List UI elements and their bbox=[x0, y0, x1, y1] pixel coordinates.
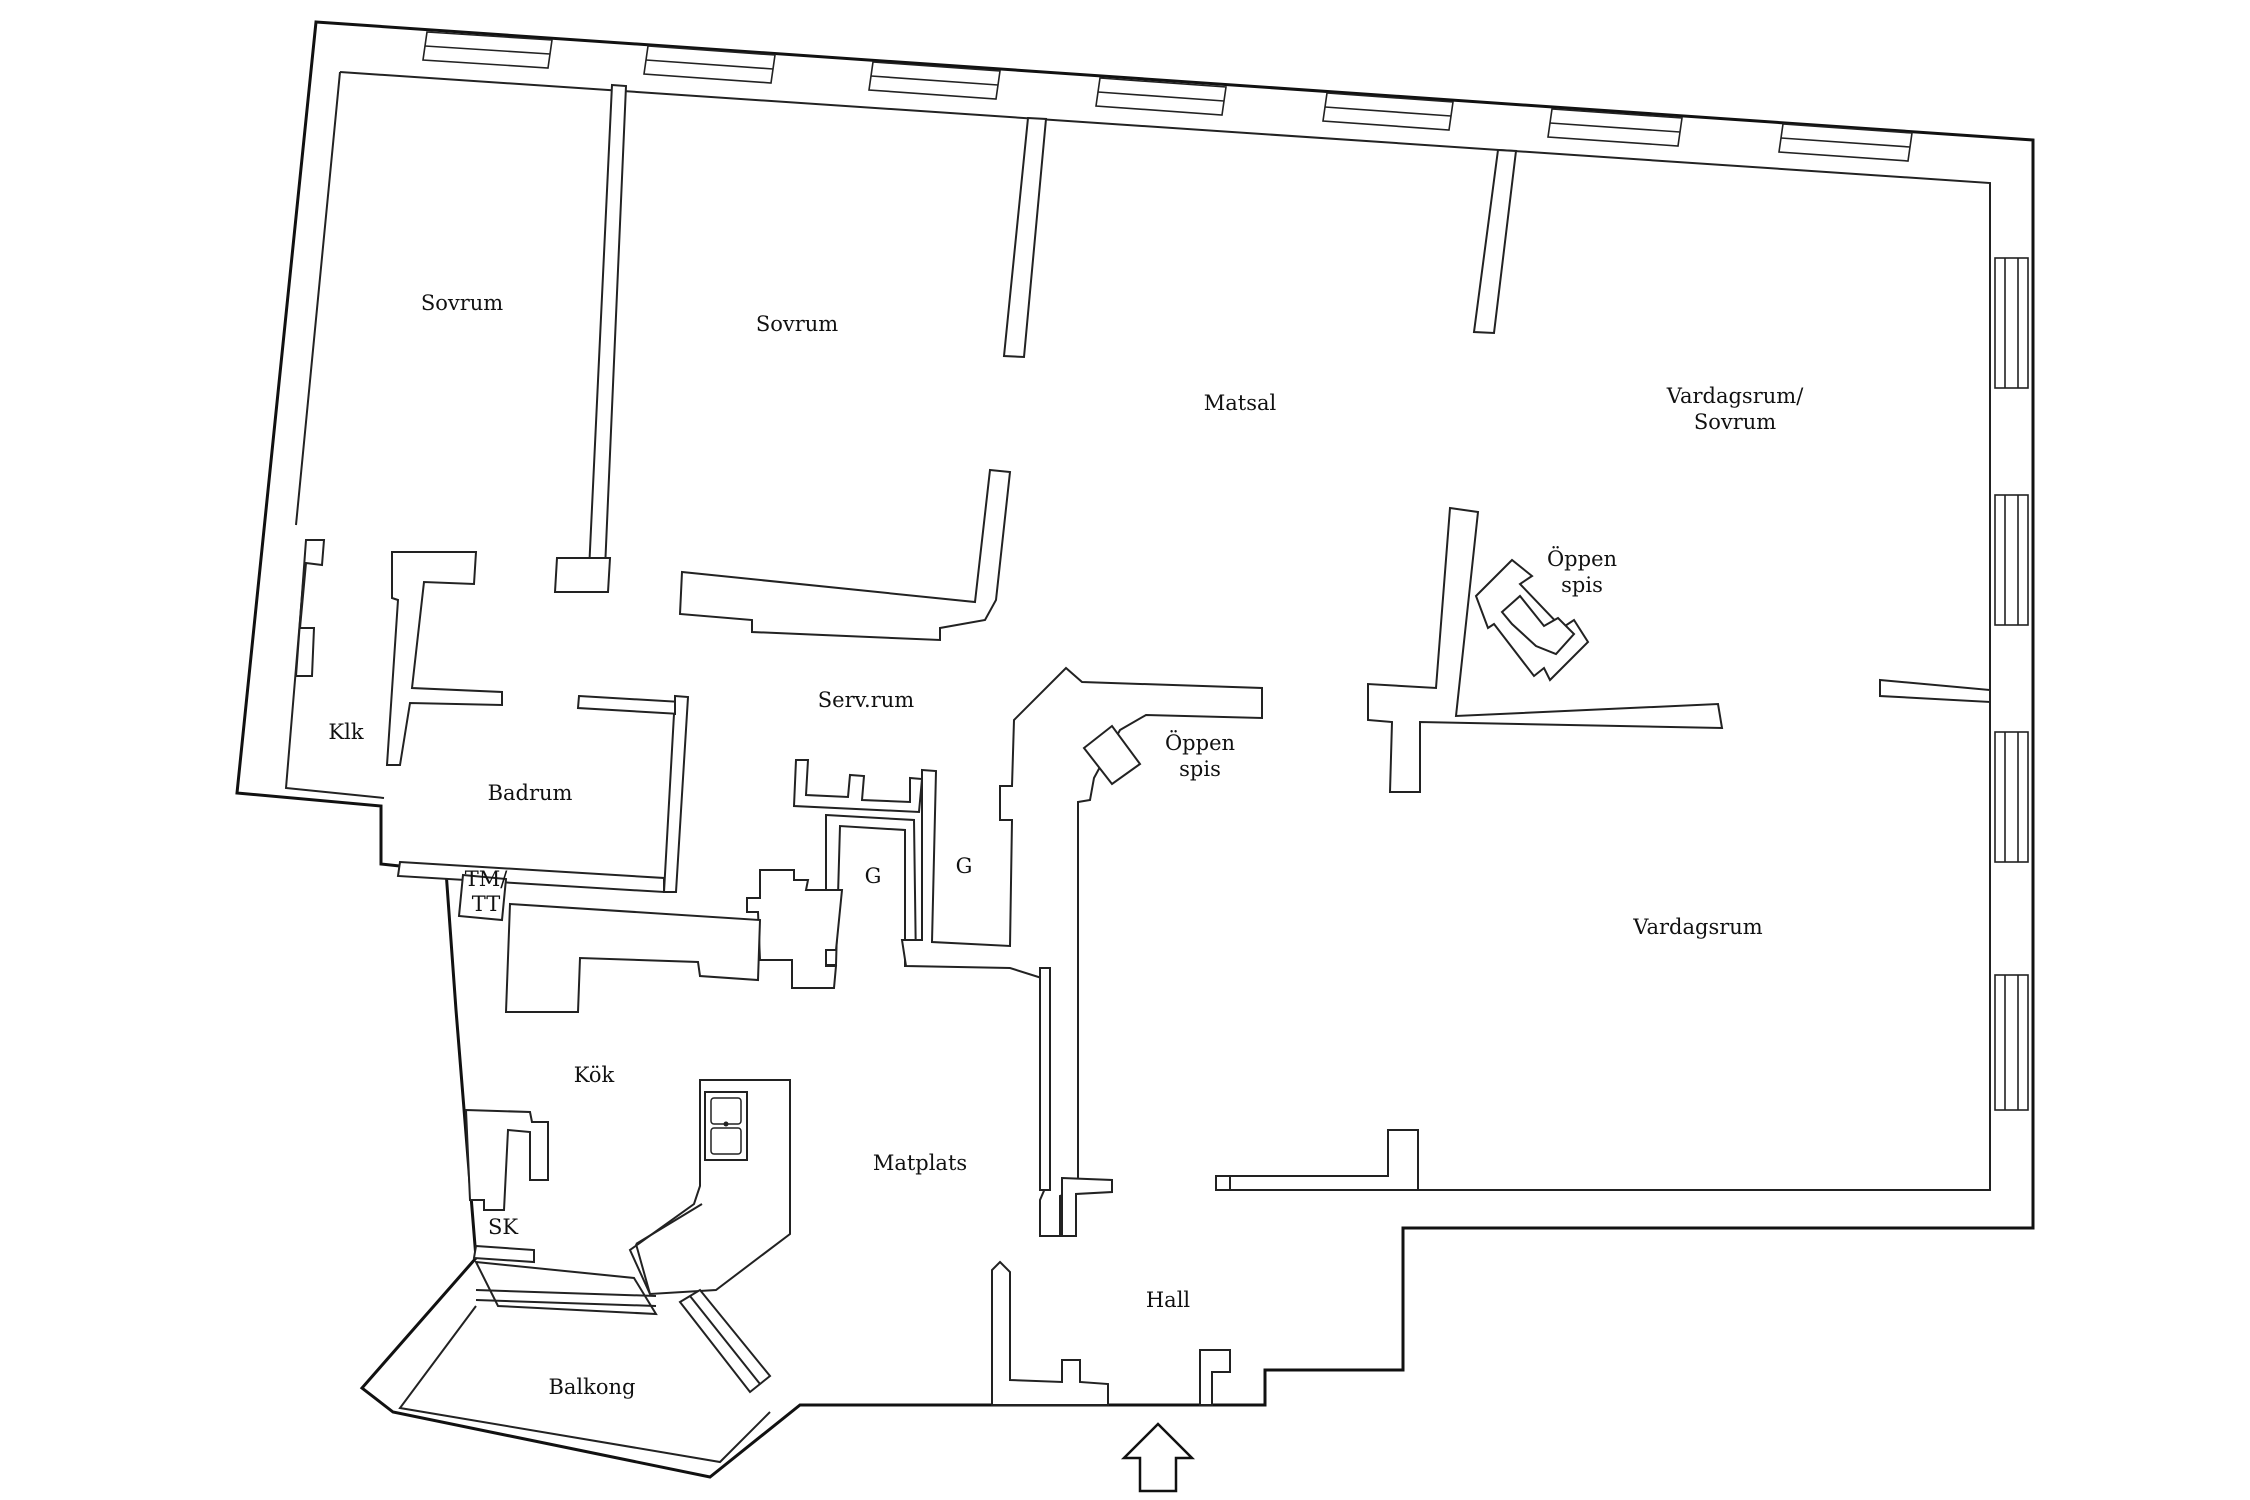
label-klk: Klk bbox=[328, 720, 363, 744]
label-sovrum-2: Sovrum bbox=[756, 312, 838, 336]
label-badrum: Badrum bbox=[488, 781, 573, 805]
windows-right bbox=[1994, 257, 2029, 1111]
label-g-2: G bbox=[956, 854, 973, 878]
label-matsal: Matsal bbox=[1204, 391, 1277, 415]
room-labels: Sovrum Sovrum Matsal Vardagsrum/ Sovrum … bbox=[328, 291, 1804, 1399]
label-vardagsrum-sovrum-line1: Vardagsrum/ bbox=[1666, 384, 1804, 408]
inner-wall-face bbox=[339, 71, 1991, 1191]
label-oppen-spis-2-line1: Öppen bbox=[1165, 730, 1235, 755]
label-tm-tt-line1: TM/ bbox=[465, 867, 509, 891]
label-kok: Kök bbox=[574, 1063, 615, 1087]
label-vardagsrum: Vardagsrum bbox=[1632, 915, 1763, 939]
interior-walls bbox=[294, 83, 1991, 1406]
windows-top bbox=[422, 31, 1913, 162]
label-g-1: G bbox=[865, 864, 882, 888]
entrance-arrow-icon bbox=[1120, 1422, 1196, 1493]
label-oppen-spis-2-line2: spis bbox=[1179, 757, 1221, 781]
label-oppen-spis-1-line1: Öppen bbox=[1547, 546, 1617, 571]
label-matplats: Matplats bbox=[873, 1151, 967, 1175]
label-vardagsrum-sovrum-line2: Sovrum bbox=[1694, 410, 1776, 434]
label-serv-rum: Serv.rum bbox=[818, 688, 914, 712]
kitchen-sink-icon bbox=[704, 1091, 748, 1161]
balcony bbox=[398, 1260, 772, 1464]
label-sk: SK bbox=[488, 1215, 518, 1239]
label-sovrum-1: Sovrum bbox=[421, 291, 503, 315]
label-balkong: Balkong bbox=[548, 1375, 635, 1399]
label-hall: Hall bbox=[1146, 1288, 1191, 1312]
label-oppen-spis-1-line2: spis bbox=[1561, 573, 1603, 597]
outer-wall bbox=[235, 20, 2035, 1479]
label-tm-tt-line2: TT bbox=[472, 892, 500, 916]
